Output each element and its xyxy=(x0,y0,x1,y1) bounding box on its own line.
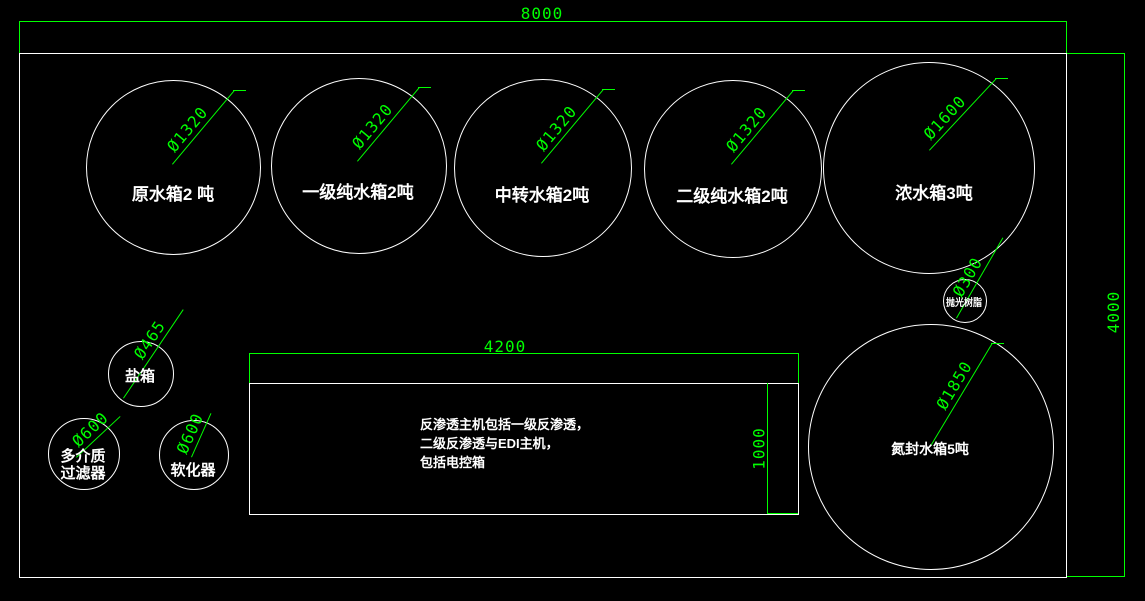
nitrogen-sealed-tank-label: 氮封水箱5吨 xyxy=(891,441,969,457)
multimedia-filter-label-line1: 多介质 xyxy=(60,448,106,465)
dim-8000-ext-right xyxy=(1066,21,1067,53)
concentrate-tank-label: 浓水箱3吨 xyxy=(895,184,973,203)
dim-4000-ext-bottom xyxy=(1066,576,1124,577)
nitrogen-sealed-tank-circle xyxy=(808,324,1054,570)
dim-8000-label: 8000 xyxy=(520,4,564,23)
polishing-resin-circle xyxy=(943,279,987,323)
ro-desc-line3: 包括电控箱 xyxy=(420,455,486,470)
dim-8000-ext-left xyxy=(19,21,20,53)
dim-1000-ext-bottom xyxy=(767,513,798,514)
transfer-tank-leader-tail xyxy=(602,89,615,90)
ro-dim-4200-band xyxy=(249,353,799,384)
softener-circle xyxy=(159,420,229,490)
dim-1000-line xyxy=(767,383,768,514)
transfer-tank-circle xyxy=(454,79,632,257)
ro-desc-line2: 二级反渗透与EDI主机， xyxy=(420,436,559,451)
room-boundary-rect xyxy=(19,53,1067,578)
softener-label: 软化器 xyxy=(170,462,216,479)
salt-tank-label: 盐箱 xyxy=(124,368,155,385)
dim-4200-label: 4200 xyxy=(483,337,527,356)
dim-4000-ext-top xyxy=(1066,53,1124,54)
concentrate-tank-leader-tail xyxy=(995,78,1008,79)
nitrogen-sealed-tank-leader-tail xyxy=(991,343,1004,344)
polishing-resin-label: 抛光树脂 xyxy=(946,298,982,309)
ro-desc-line1: 反渗透主机包括一级反渗透， xyxy=(420,417,590,432)
transfer-tank-label: 中转水箱2吨 xyxy=(494,186,590,205)
second-stage-pure-tank-circle xyxy=(644,80,822,258)
dim-4000-line xyxy=(1124,53,1125,577)
second-stage-pure-tank-label: 二级纯水箱2吨 xyxy=(676,187,788,206)
concentrate-tank-circle xyxy=(823,62,1035,274)
dim-8000-line xyxy=(19,21,1067,22)
raw-water-tank-circle xyxy=(86,80,261,255)
ro-unit-description: 反渗透主机包括一级反渗透， 二级反渗透与EDI主机， 包括电控箱 xyxy=(420,415,589,472)
multimedia-filter-circle xyxy=(48,418,120,490)
first-stage-pure-tank-leader-tail xyxy=(418,87,431,88)
first-stage-pure-tank-circle xyxy=(271,78,447,254)
ro-unit-rect xyxy=(249,383,799,515)
first-stage-pure-tank-label: 一级纯水箱2吨 xyxy=(302,183,414,202)
multimedia-filter-label-line2: 过滤器 xyxy=(60,465,106,482)
multimedia-filter-label: 多介质 过滤器 xyxy=(43,448,123,482)
dim-4000-label: 4000 xyxy=(1104,290,1123,334)
dim-1000-label: 1000 xyxy=(749,427,769,470)
raw-water-tank-leader-tail xyxy=(233,90,246,91)
salt-tank-circle xyxy=(108,341,174,407)
second-stage-pure-tank-leader-tail xyxy=(792,90,805,91)
raw-water-tank-label: 原水箱2 吨 xyxy=(131,185,215,204)
